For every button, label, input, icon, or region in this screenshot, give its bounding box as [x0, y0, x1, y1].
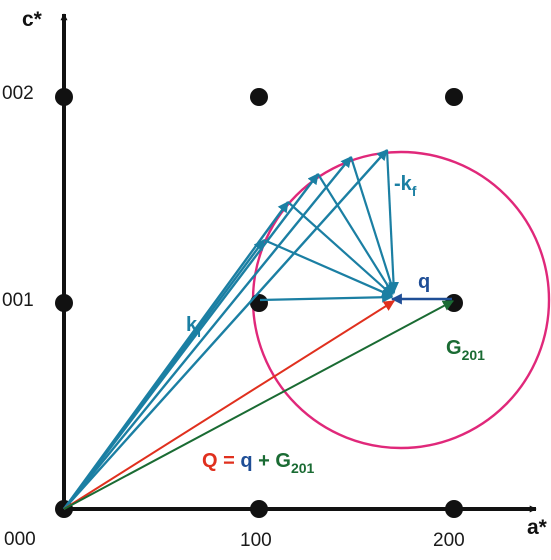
kf-vector: [263, 238, 394, 298]
lattice-point-100: [250, 500, 268, 518]
lattice-point-200: [445, 500, 463, 518]
kf-vector: [349, 156, 397, 295]
lattice-point-102: [250, 88, 268, 106]
G201-label: G201: [446, 337, 485, 363]
tick-label-100: 100: [240, 530, 272, 551]
kf-vector: [259, 291, 394, 303]
scattering-vector-equation: Q = q + G201: [202, 450, 315, 476]
Q-vector: [63, 300, 395, 510]
kf-vector: [287, 201, 393, 296]
ki-vector: [63, 173, 319, 510]
tick-label-200: 200: [433, 530, 465, 551]
c-star-axis-label: c*: [22, 8, 43, 31]
tick-label-000: 000: [4, 529, 36, 550]
kf-vector: [317, 173, 394, 295]
lattice-point-002: [55, 88, 73, 106]
lattice-point-001: [55, 294, 73, 312]
kf-label: -kf: [394, 173, 417, 199]
scattered-wavevectors: [259, 149, 400, 303]
ki-vector: [63, 149, 388, 510]
lattice-point-101: [250, 294, 268, 312]
ki-label: ki: [186, 314, 201, 340]
q-label: q: [418, 271, 430, 293]
tick-label-002: 002: [2, 83, 34, 104]
a-star-axis-label: a*: [527, 516, 548, 539]
lattice-point-202: [445, 88, 463, 106]
kf-vector: [385, 149, 400, 294]
G201-vector: [63, 300, 454, 510]
incident-wavevectors: [63, 149, 388, 510]
tick-label-001: 001: [2, 290, 34, 311]
